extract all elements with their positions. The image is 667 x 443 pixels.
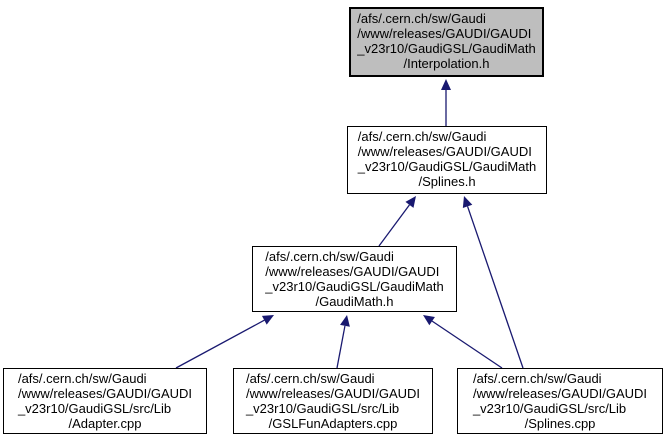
node-label-line: /www/releases/GAUDI/GAUDI	[357, 26, 532, 41]
node-label-line: _v23r10/GaudiGSL/GaudiMath	[265, 279, 444, 294]
node-adapter-cpp[interactable]: /afs/.cern.ch/sw/Gaudi/www/releases/GAUD…	[3, 368, 207, 434]
node-label-line: _v23r10/GaudiGSL/src/Lib	[245, 401, 400, 416]
node-label-line: /www/releases/GAUDI/GAUDI	[17, 386, 193, 401]
arrowhead-icon	[261, 315, 274, 325]
node-label-line: /afs/.cern.ch/sw/Gaudi	[245, 371, 375, 386]
node-splines-cpp[interactable]: /afs/.cern.ch/sw/Gaudi/www/releases/GAUD…	[457, 368, 663, 434]
node-label: /afs/.cern.ch/sw/Gaudi/www/releases/GAUD…	[265, 249, 444, 309]
node-label-line: _v23r10/GaudiGSL/src/Lib	[472, 401, 627, 416]
node-label: /afs/.cern.ch/sw/Gaudi/www/releases/GAUD…	[246, 371, 420, 431]
node-label-line: /afs/.cern.ch/sw/Gaudi	[357, 11, 486, 26]
node-label-line: /afs/.cern.ch/sw/Gaudi	[265, 249, 394, 264]
node-label-line: /afs/.cern.ch/sw/Gaudi	[357, 129, 487, 144]
node-label-line: /GSLFunAdapters.cpp	[268, 416, 398, 431]
node-label: /afs/.cern.ch/sw/Gaudi/www/releases/GAUD…	[357, 11, 536, 71]
node-label-line: _v23r10/GaudiGSL/src/Lib	[17, 401, 172, 416]
node-label: /afs/.cern.ch/sw/Gaudi/www/releases/GAUD…	[473, 371, 647, 431]
node-label-line: /Interpolation.h	[403, 56, 490, 71]
node-interpolation-h: /afs/.cern.ch/sw/Gaudi/www/releases/GAUD…	[349, 7, 544, 77]
node-gaudimath-h[interactable]: /afs/.cern.ch/sw/Gaudi/www/releases/GAUD…	[252, 246, 457, 312]
node-label-line: /afs/.cern.ch/sw/Gaudi	[17, 371, 147, 386]
node-label-line: _v23r10/GaudiGSL/GaudiMath	[357, 41, 536, 56]
node-label-line: _v23r10/GaudiGSL/GaudiMath	[357, 159, 537, 174]
node-label-line: /www/releases/GAUDI/GAUDI	[472, 386, 648, 401]
arrowhead-icon	[405, 196, 416, 208]
node-label-line: /Adapter.cpp	[68, 416, 142, 431]
node-label-line: /Splines.cpp	[524, 416, 596, 431]
node-label-line: /www/releases/GAUDI/GAUDI	[245, 386, 421, 401]
node-label-line: /Splines.h	[418, 174, 476, 189]
edge-splines-h-to-interpolation-h	[441, 79, 451, 126]
arrowhead-icon	[441, 79, 451, 90]
node-label-line: /GaudiMath.h	[315, 294, 394, 309]
node-label-line: /afs/.cern.ch/sw/Gaudi	[472, 371, 602, 386]
edge-splines-cpp-to-gaudimath-h	[423, 315, 503, 369]
edge-splines-cpp-to-splines-h	[462, 196, 524, 369]
arrowhead-icon	[423, 315, 435, 326]
node-gslfunadapters-cpp[interactable]: /afs/.cern.ch/sw/Gaudi/www/releases/GAUD…	[233, 368, 433, 434]
edge-adapter-cpp-to-gaudimath-h	[175, 315, 274, 369]
node-label: /afs/.cern.ch/sw/Gaudi/www/releases/GAUD…	[358, 129, 537, 189]
node-splines-h[interactable]: /afs/.cern.ch/sw/Gaudi/www/releases/GAUD…	[347, 126, 547, 194]
node-label: /afs/.cern.ch/sw/Gaudi/www/releases/GAUD…	[18, 371, 192, 431]
node-label-line: /www/releases/GAUDI/GAUDI	[265, 264, 440, 279]
edge-gslfunadapters-cpp-to-gaudimath-h	[336, 315, 350, 369]
edge-gaudimath-h-to-splines-h	[378, 196, 416, 247]
node-label-line: /www/releases/GAUDI/GAUDI	[357, 144, 532, 159]
arrowhead-icon	[462, 196, 473, 209]
arrowhead-icon	[340, 315, 350, 327]
